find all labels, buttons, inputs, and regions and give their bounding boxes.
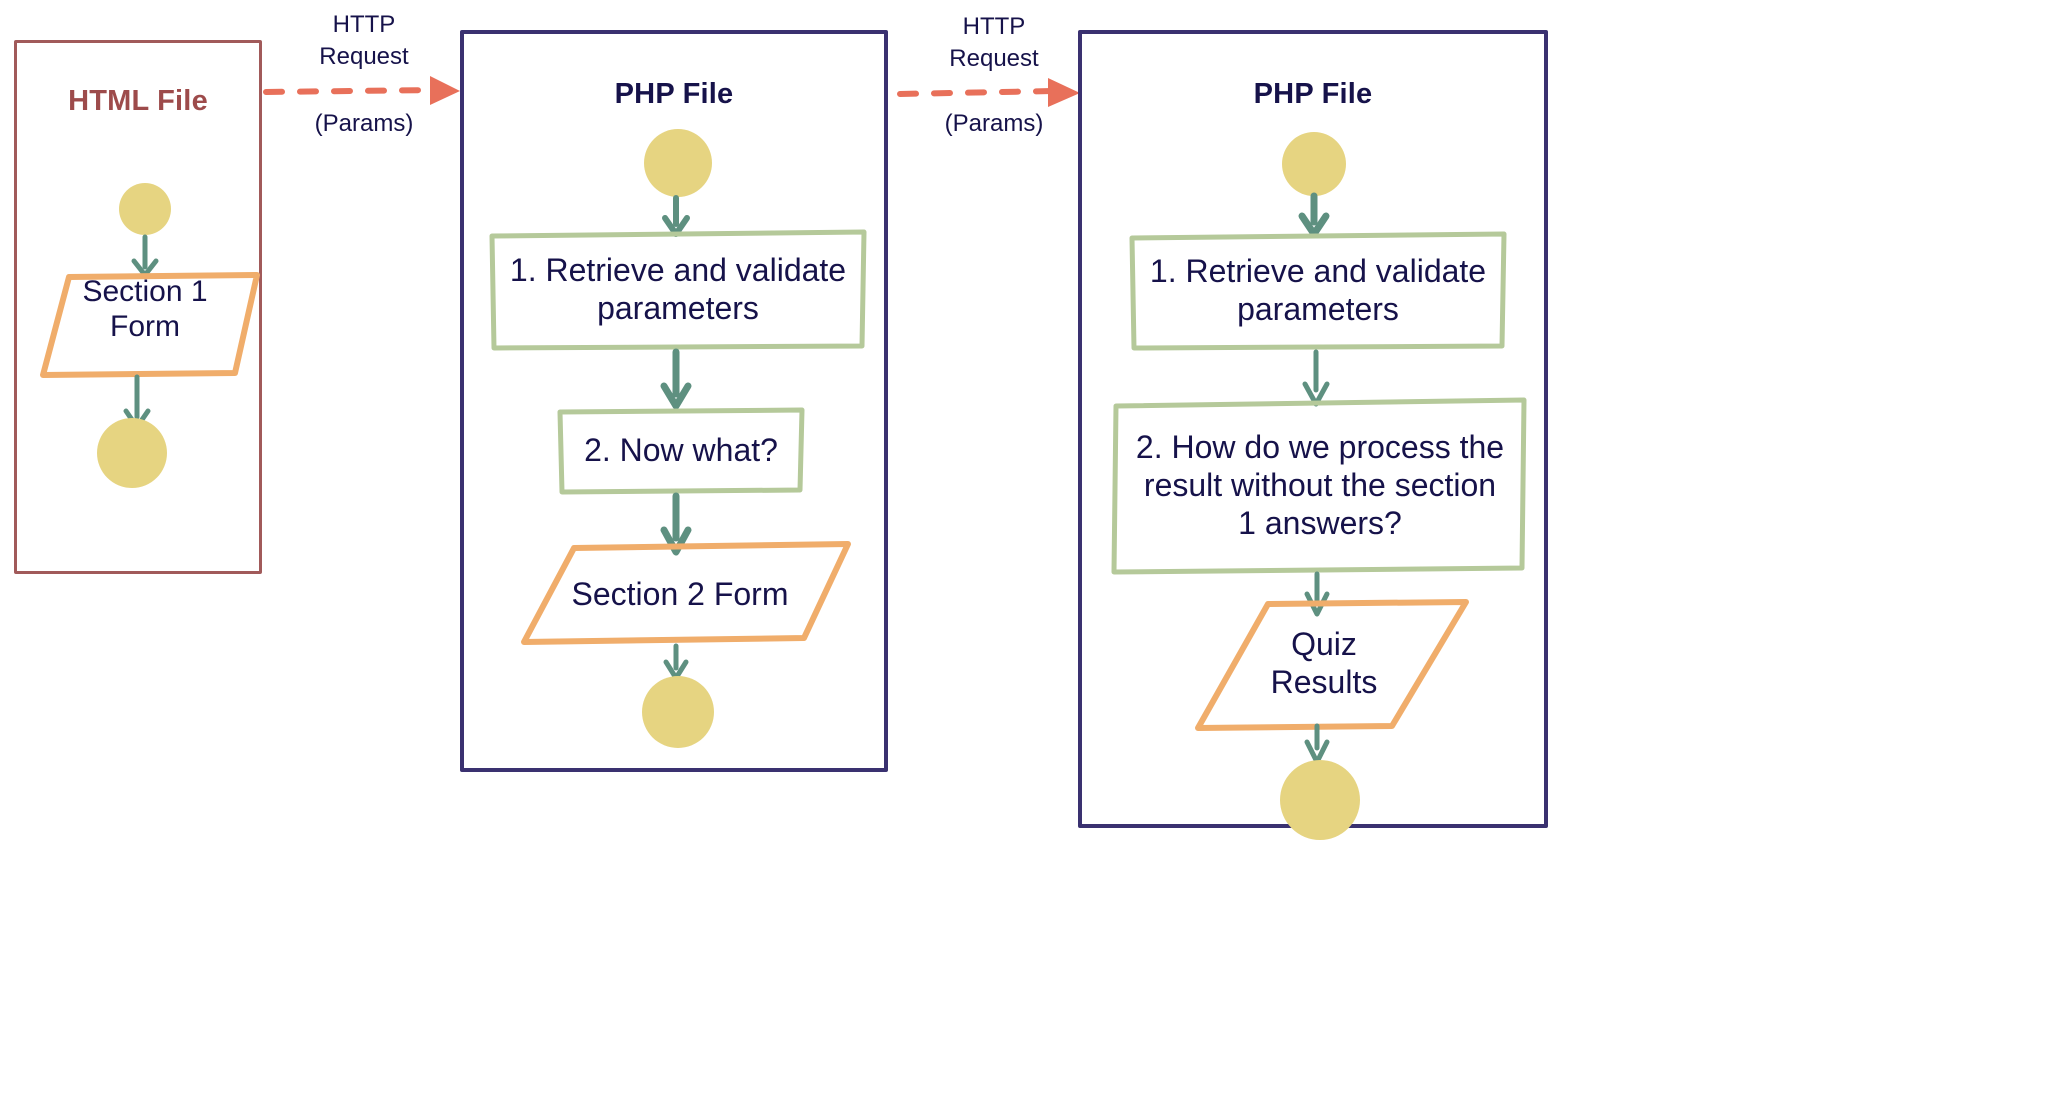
php-right-end-terminator — [1280, 760, 1360, 840]
html-section1-form-node[interactable]: Section 1 Form — [33, 263, 257, 355]
php-right-step1-node[interactable]: 1. Retrieve and validate parameters — [1130, 232, 1506, 350]
php-mid-start-terminator — [644, 129, 712, 197]
connector-1-title-line2: Request — [319, 43, 409, 70]
php-right-quiz-results-label: Quiz Results — [1270, 626, 1378, 700]
connector-2-title-line1: HTTP — [962, 13, 1026, 40]
panel-php-file-middle-title: PHP File — [614, 78, 734, 110]
html-start-terminator — [119, 183, 171, 235]
connector-2-params-label: (Params) — [944, 110, 1044, 137]
php-mid-step2-node[interactable]: 2. Now what? — [558, 408, 804, 494]
php-right-quiz-results-node[interactable]: Quiz Results — [1214, 604, 1434, 724]
panel-html-file-title: HTML File — [68, 85, 208, 117]
php-mid-section2-form-node[interactable]: Section 2 Form — [520, 542, 840, 648]
panel-html-file[interactable]: HTML File Section 1 Form — [14, 40, 262, 574]
panel-php-file-right[interactable]: PHP File 1. Retrieve and validate parame… — [1078, 30, 1548, 840]
php-right-step1-label: 1. Retrieve and validate parameters — [1149, 253, 1487, 327]
php-right-start-terminator — [1282, 132, 1346, 196]
php-mid-arrow-step1-to-step2 — [660, 348, 692, 410]
php-mid-step1-node[interactable]: 1. Retrieve and validate parameters — [490, 230, 866, 350]
php-mid-section2-form-label: Section 2 Form — [571, 576, 789, 613]
connector-1-params-label: (Params) — [314, 110, 414, 137]
php-right-step2-label: 2. How do we process the result without … — [1135, 429, 1505, 541]
php-right-step2-node[interactable]: 2. How do we process the result without … — [1114, 400, 1526, 572]
panel-php-file-middle[interactable]: PHP File 1. Retrieve and validate parame… — [460, 30, 888, 772]
connector-2-title-line2: Request — [949, 45, 1039, 72]
php-mid-end-terminator — [642, 676, 714, 748]
connector-2-dashed-arrow — [897, 78, 1080, 107]
panel-php-file-right-title: PHP File — [1253, 78, 1373, 110]
php-mid-step1-label: 1. Retrieve and validate parameters — [509, 252, 847, 326]
php-mid-step2-label: 2. Now what? — [584, 432, 778, 469]
html-end-terminator — [97, 418, 167, 488]
html-section1-form-label: Section 1 Form — [82, 274, 208, 343]
connector-1-title-line1: HTTP — [332, 11, 396, 38]
connector-1-dashed-arrow — [263, 76, 460, 105]
